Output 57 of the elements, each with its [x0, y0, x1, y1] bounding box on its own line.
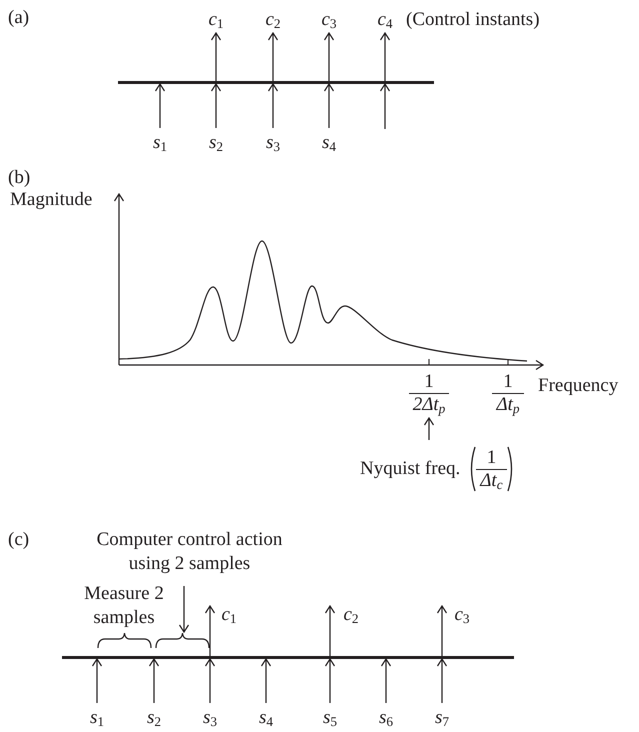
- arrow: [204, 605, 216, 656]
- arrow: [324, 32, 334, 81]
- arrow: [380, 658, 392, 703]
- control-instant-label: c$_{1}$: [221, 602, 237, 628]
- control-instant-label: c$_{3}$: [454, 602, 470, 628]
- axis-label: Magnitude: [10, 188, 92, 212]
- sample-label: s$_{2}$: [208, 130, 224, 156]
- arrow: [210, 83, 222, 128]
- fraction-numerator: 1: [502, 371, 514, 393]
- fraction-denominator: Δt$_{p}$: [494, 394, 521, 416]
- control-instant-label: c$_{1}$: [208, 8, 224, 34]
- fraction-denominator: 2Δt$_{p}$: [412, 394, 446, 416]
- arrow: [92, 658, 102, 703]
- arrow: [324, 658, 336, 703]
- arrow: [424, 417, 434, 440]
- arrow: [210, 32, 222, 81]
- panel-label: (b): [8, 166, 30, 190]
- panel-label: (a): [8, 6, 30, 30]
- sample-label: s$_{2}$: [146, 706, 162, 732]
- arrow: [436, 605, 448, 656]
- fraction-numerator: 1: [486, 446, 498, 468]
- arrow: [154, 83, 166, 128]
- arrow: [148, 658, 160, 703]
- annotation-text: Computer control action using 2 samples: [96, 528, 284, 576]
- sample-label: s$_{7}$: [434, 706, 450, 732]
- arrow: [178, 586, 190, 633]
- arrow: [324, 83, 334, 128]
- timeline-bar: [62, 656, 514, 659]
- annotation-text: Measure 2 samples: [83, 582, 165, 630]
- control-instant-label: c$_{2}$: [343, 602, 359, 628]
- fraction-numerator: 1: [423, 371, 435, 393]
- sample-label: s$_{3}$: [202, 706, 218, 732]
- control-instant-label: c$_{3}$: [321, 8, 337, 34]
- curly-brace: [155, 632, 210, 649]
- arrow: [380, 83, 390, 129]
- fraction-denominator: Δt$_{c}$: [478, 470, 504, 492]
- arrow: [268, 32, 278, 81]
- sample-label: s$_{3}$: [266, 130, 280, 156]
- arrow: [324, 605, 336, 656]
- arrow: [204, 658, 216, 703]
- sample-label: s$_{4}$: [258, 706, 274, 732]
- control-instant-label: c$_{2}$: [265, 8, 281, 34]
- note-text: Nyquist freq.: [360, 456, 460, 481]
- sample-label: s$_{1}$: [90, 706, 104, 732]
- sample-label: s$_{4}$: [322, 130, 336, 156]
- arrow: [268, 83, 278, 128]
- axis-label: Frequency: [538, 374, 618, 398]
- arrow: [436, 658, 448, 703]
- caption-text: (Control instants): [406, 8, 540, 32]
- arrow: [260, 658, 272, 703]
- arrow: [380, 32, 390, 81]
- panel-label: (c): [8, 528, 30, 552]
- sample-label: s$_{5}$: [322, 706, 338, 732]
- sample-label: s$_{6}$: [378, 706, 394, 732]
- control-instant-label: c$_{4}$: [377, 8, 393, 34]
- timeline-bar: [118, 81, 434, 84]
- sample-label: s$_{1}$: [152, 130, 168, 156]
